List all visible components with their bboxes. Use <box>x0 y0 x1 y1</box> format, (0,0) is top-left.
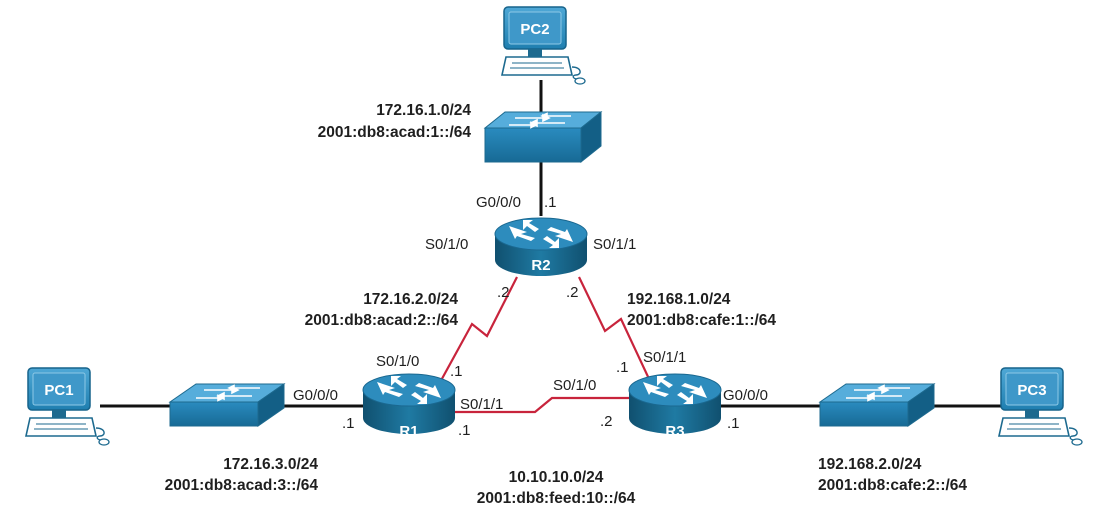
r2-r3-ipv4: 192.168.1.0/24 <box>627 291 731 308</box>
r2-s011-host: .2 <box>566 284 579 301</box>
serial-link-r2-r3 <box>578 276 651 382</box>
r1-g000-label: G0/0/0 <box>293 387 338 404</box>
r1-r2-ipv4: 172.16.2.0/24 <box>363 291 458 308</box>
lan-r2-ipv4: 172.16.1.0/24 <box>376 102 471 119</box>
router-r2[interactable]: R2 <box>494 217 588 276</box>
r3-s011-label: S0/1/1 <box>643 349 686 366</box>
lan-r3-ipv4: 192.168.2.0/24 <box>818 456 922 473</box>
router-r1[interactable]: R1 <box>362 373 456 440</box>
r3-s010-label: S0/1/0 <box>553 377 596 394</box>
network-labels: 172.16.1.0/24 2001:db8:acad:1::/64 172.1… <box>165 102 968 507</box>
r2-label: R2 <box>531 257 550 274</box>
interface-labels: G0/0/0 .1 S0/1/0 S0/1/1 .2 .2 S0/1/0 .1 … <box>293 194 768 439</box>
pc1-label: PC1 <box>44 382 73 399</box>
r3-s011-host: .1 <box>616 359 629 376</box>
r2-s011-label: S0/1/1 <box>593 236 636 253</box>
r2-g000-label: G0/0/0 <box>476 194 521 211</box>
r3-g000-label: G0/0/0 <box>723 387 768 404</box>
r2-s010-host: .2 <box>497 284 510 301</box>
ethernet-links <box>100 80 1010 408</box>
lan-r1-ipv4: 172.16.3.0/24 <box>223 456 318 473</box>
lan-r1-ipv6: 2001:db8:acad:3::/64 <box>165 477 319 494</box>
switch-r1-lan[interactable] <box>168 383 286 427</box>
switch-r3-lan[interactable] <box>818 383 936 427</box>
r1-s010-label: S0/1/0 <box>376 353 419 370</box>
r1-r3-ipv4: 10.10.10.0/24 <box>509 469 604 486</box>
r3-label: R3 <box>665 423 684 440</box>
lan-r2-ipv6: 2001:db8:acad:1::/64 <box>318 124 472 141</box>
pc3-label: PC3 <box>1017 382 1046 399</box>
pc2-label: PC2 <box>520 21 549 38</box>
r1-s011-label: S0/1/1 <box>460 396 503 413</box>
router-r3[interactable]: R3 <box>628 373 722 440</box>
r1-g000-host: .1 <box>342 415 355 432</box>
pc1-computer[interactable]: PC1 <box>25 367 110 446</box>
serial-link-r1-r2 <box>437 276 518 387</box>
switch-r2-lan[interactable] <box>483 110 603 164</box>
r2-s010-label: S0/1/0 <box>425 236 468 253</box>
serial-links <box>437 276 651 414</box>
r1-s011-host: .1 <box>458 422 471 439</box>
r2-r3-ipv6: 2001:db8:cafe:1::/64 <box>627 312 776 329</box>
r2-g000-host: .1 <box>544 194 557 211</box>
r3-g000-host: .1 <box>727 415 740 432</box>
r1-r2-ipv6: 2001:db8:acad:2::/64 <box>305 312 459 329</box>
pc2-computer[interactable]: PC2 <box>501 6 586 85</box>
r1-s010-host: .1 <box>450 363 463 380</box>
pc3-computer[interactable]: PC3 <box>998 367 1083 446</box>
r1-label: R1 <box>399 423 418 440</box>
r3-s010-host: .2 <box>600 413 613 430</box>
lan-r3-ipv6: 2001:db8:cafe:2::/64 <box>818 477 967 494</box>
r1-r3-ipv6: 2001:db8:feed:10::/64 <box>477 490 636 507</box>
serial-link-r1-r3 <box>455 396 640 414</box>
